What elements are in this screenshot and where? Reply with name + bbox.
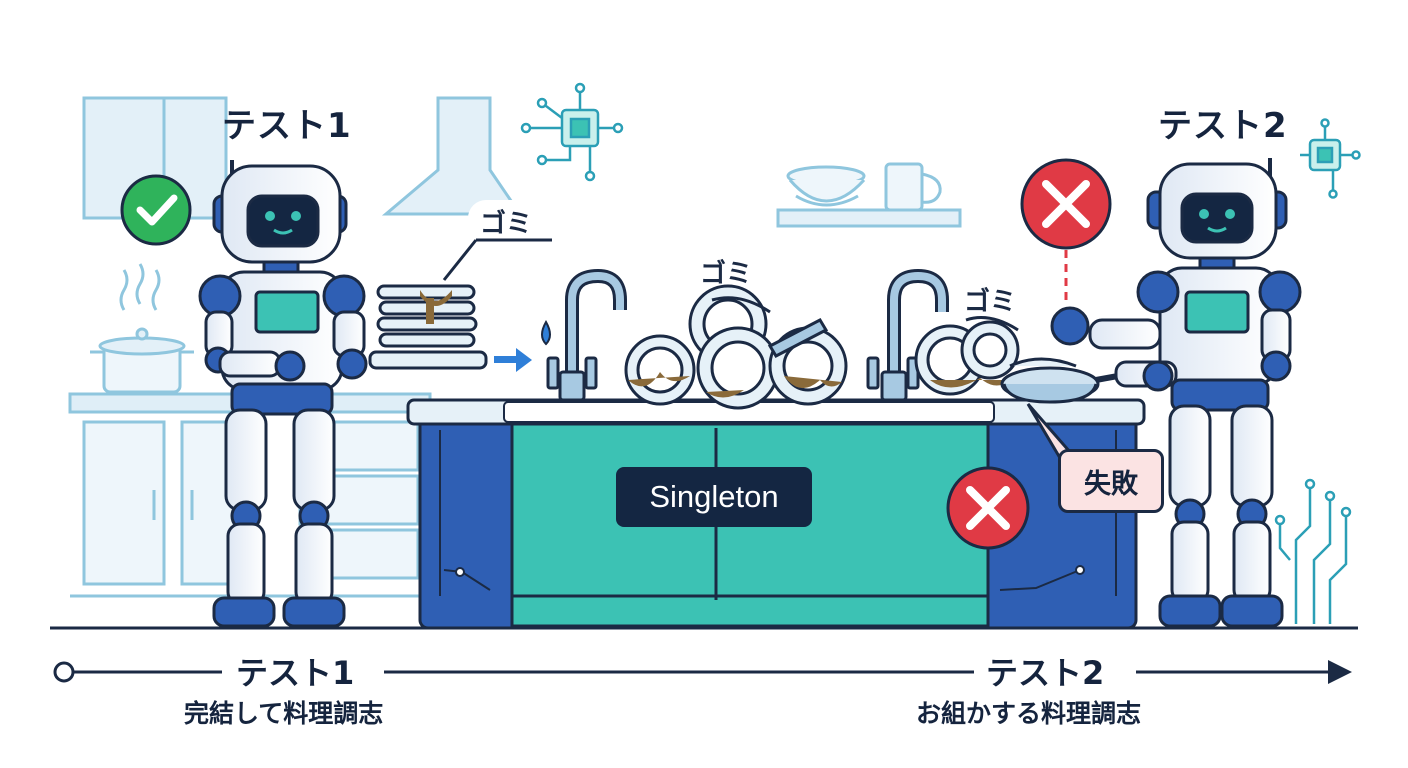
- garbage-label-3: ゴミ: [964, 286, 1016, 317]
- singleton-badge: Singleton: [616, 467, 812, 527]
- circuit-lines: [1274, 478, 1352, 624]
- fail-label: 失敗: [1058, 449, 1164, 513]
- timeline-arrowhead: [1328, 660, 1352, 684]
- timeline-test1-desc: 完結して料理調志: [184, 699, 384, 728]
- faucet-left: [546, 268, 627, 402]
- plate-stack: [368, 284, 488, 370]
- cross-icon-cabinet: [946, 466, 1030, 550]
- garbage-label-2: ゴミ: [700, 258, 752, 289]
- robot-right: [1050, 158, 1302, 628]
- chip-icon: [520, 82, 624, 182]
- garbage-accent-3: [965, 316, 1019, 332]
- frying-pan: [1000, 357, 1141, 404]
- garbage-callout-1: [442, 200, 554, 281]
- check-icon: [120, 174, 192, 246]
- water-drop-icon: [541, 319, 551, 346]
- dirty-dishes-pile: [624, 284, 848, 410]
- garbage-label-1: ゴミ: [480, 208, 532, 239]
- arrow-icon: [494, 348, 532, 372]
- timeline-start-dot: [53, 661, 75, 683]
- timeline-test2-desc: お組かする料理調志: [916, 699, 1142, 728]
- timeline: [53, 660, 1352, 684]
- cross-icon: [1020, 158, 1112, 300]
- robot-left: [198, 160, 368, 628]
- timeline-test2-label: テスト2: [986, 654, 1105, 692]
- test2-title: テスト2: [1158, 106, 1288, 146]
- timeline-test1-label: テスト1: [236, 654, 355, 692]
- garbage-accent-2: [711, 296, 771, 314]
- chip-icon-right: [1300, 118, 1361, 199]
- faucet-right: [866, 268, 949, 402]
- dirty-dishes-right: [914, 320, 1020, 396]
- test1-title: テスト1: [222, 106, 352, 146]
